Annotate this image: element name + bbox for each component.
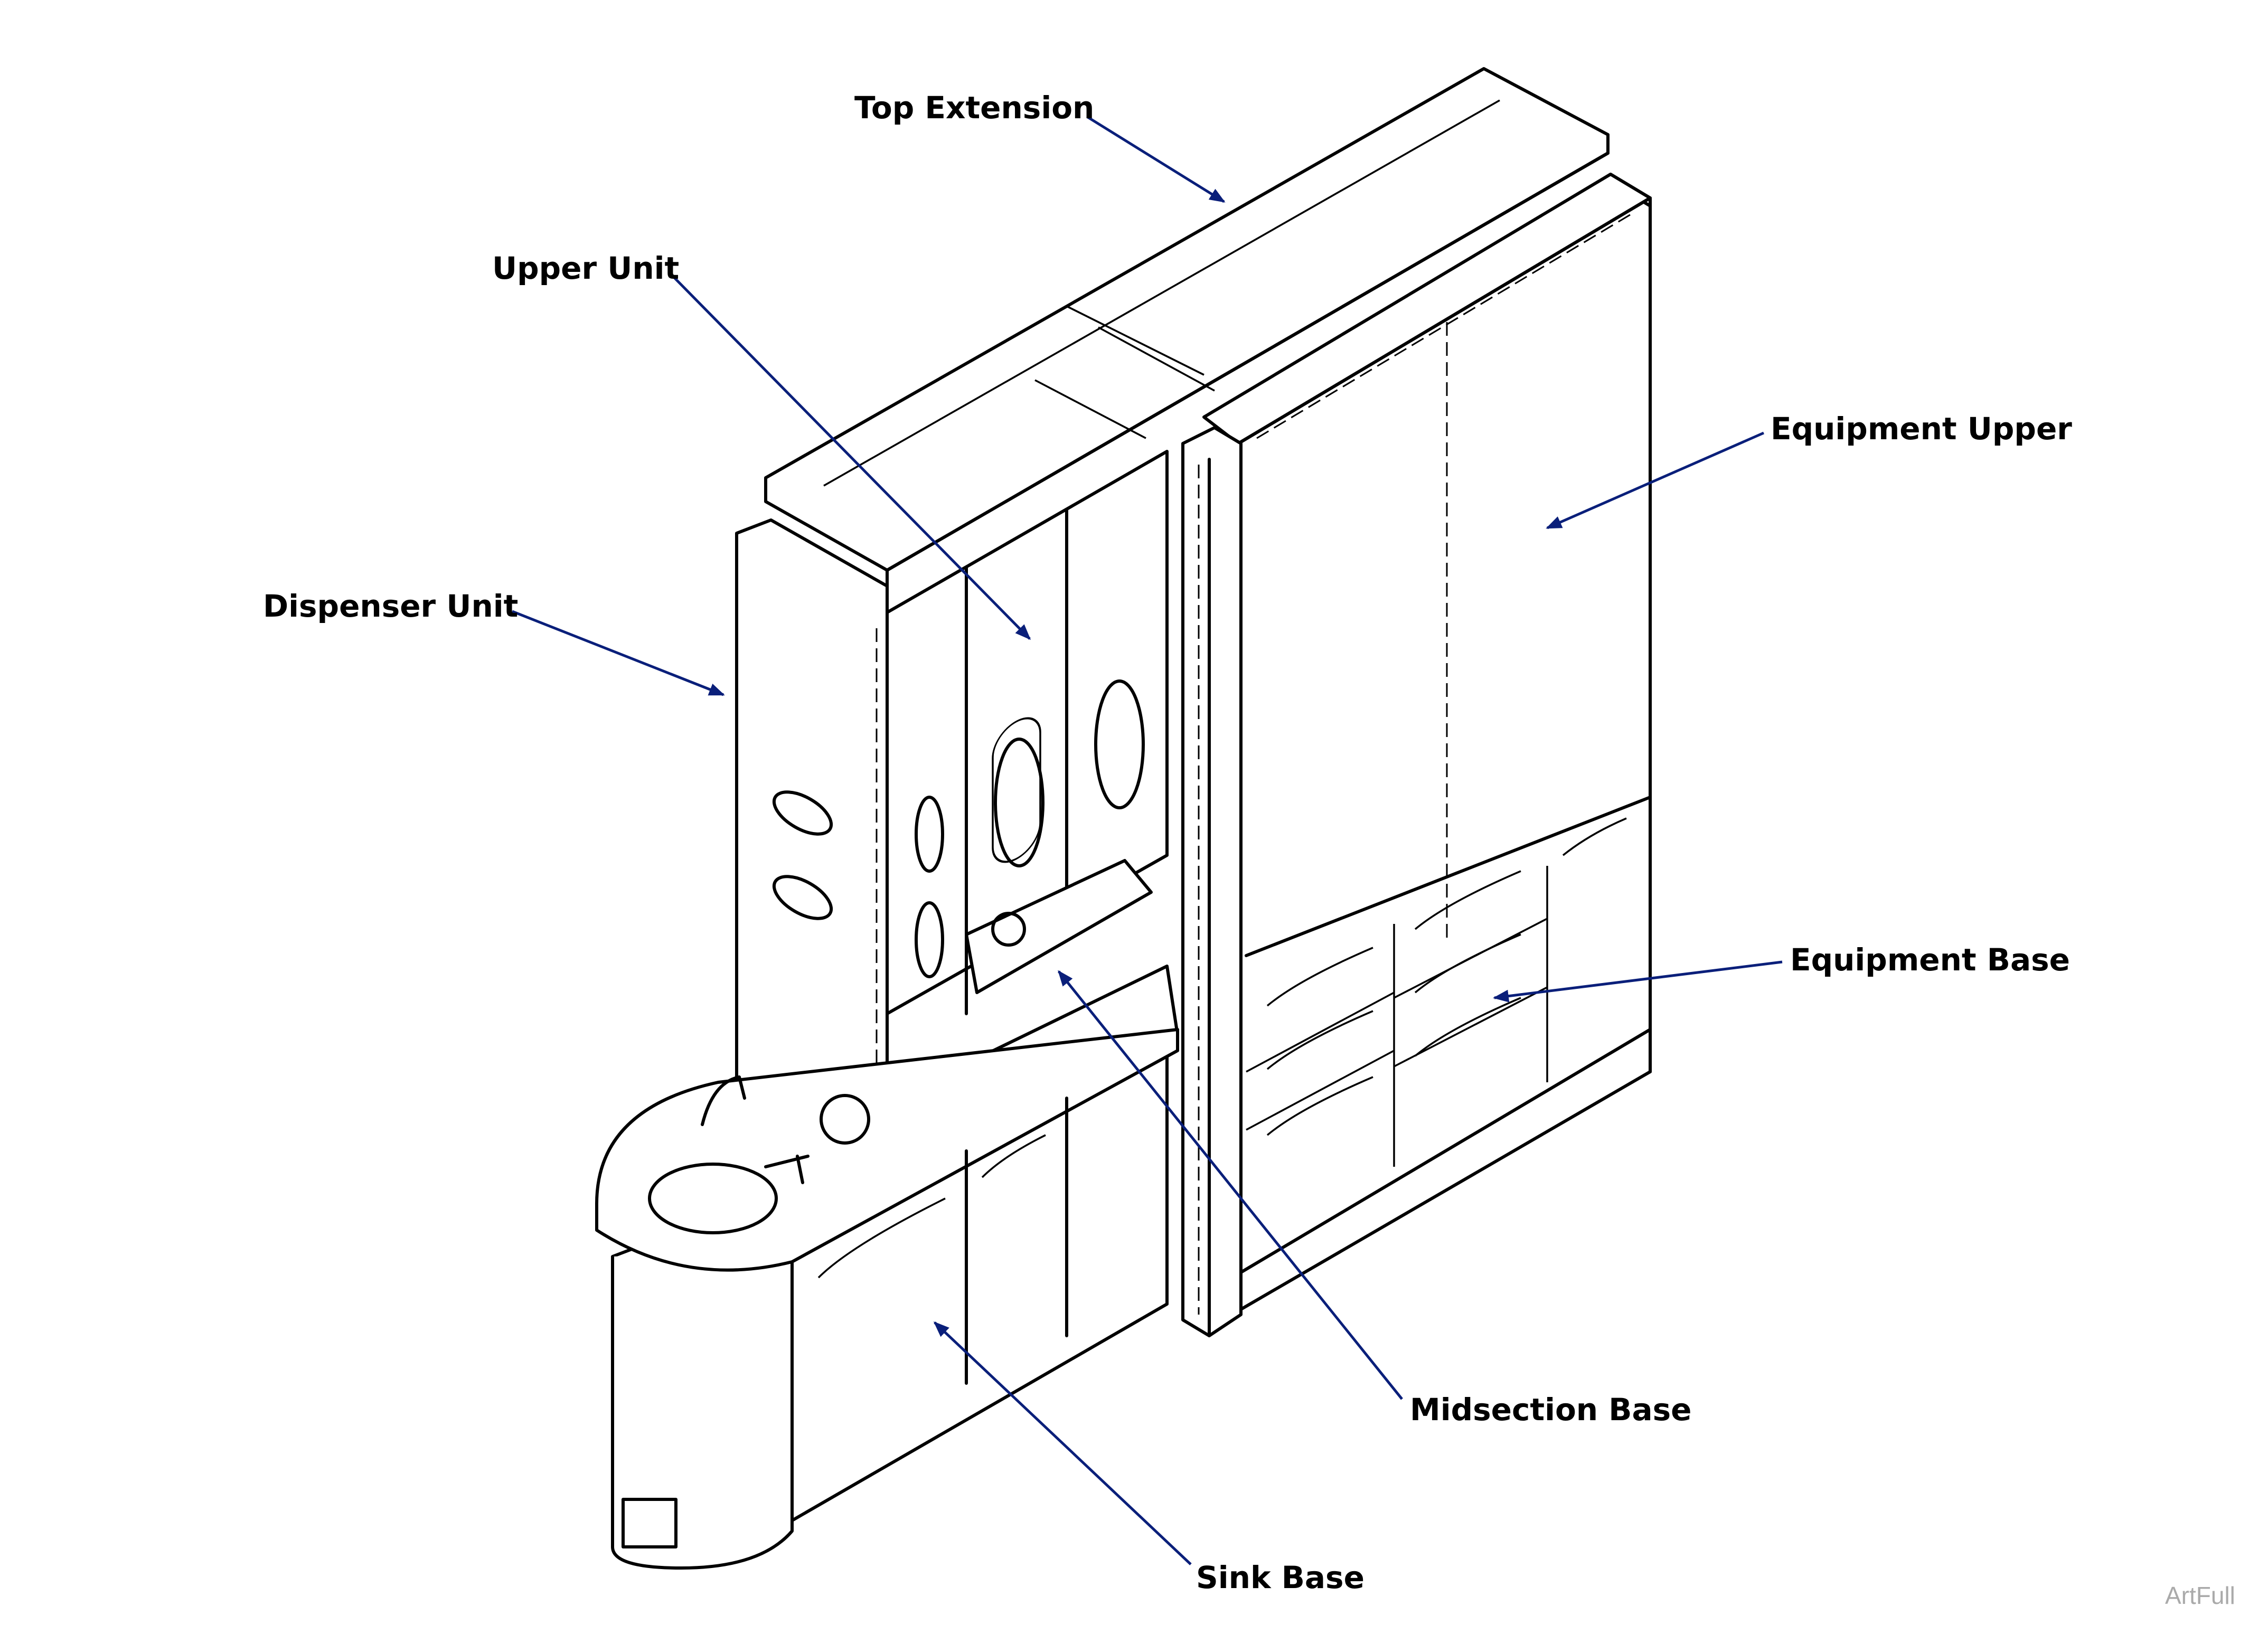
equipment-tower	[1202, 173, 1652, 1311]
label-equipment-base: Equipment Base	[1790, 942, 2070, 978]
cabinet-drawing	[595, 67, 1652, 1570]
leader-lines	[512, 116, 1783, 1565]
watermark-text: ArtFull	[2165, 1582, 2235, 1609]
leader-equipment-base	[1493, 960, 1783, 1003]
sink-base	[595, 1028, 1179, 1570]
callout-labels: Top Extension Upper Unit Dispenser Unit …	[263, 90, 2235, 1609]
label-equipment-upper: Equipment Upper	[1771, 411, 2072, 447]
leader-upper-unit	[672, 276, 1031, 640]
leader-equipment-upper	[1546, 431, 1765, 530]
leader-sink-base	[933, 1321, 1192, 1565]
center-column	[1181, 426, 1243, 1337]
label-dispenser-unit: Dispenser Unit	[263, 588, 518, 624]
leader-dispenser-unit	[512, 610, 725, 696]
leader-top-extension	[1087, 116, 1226, 203]
label-upper-unit: Upper Unit	[492, 250, 679, 286]
label-top-extension: Top Extension	[854, 90, 1094, 126]
top-extension-frame	[764, 67, 1610, 596]
leader-midsection-base	[1058, 970, 1403, 1400]
label-midsection-base: Midsection Base	[1410, 1392, 1692, 1428]
label-sink-base: Sink Base	[1196, 1560, 1364, 1595]
